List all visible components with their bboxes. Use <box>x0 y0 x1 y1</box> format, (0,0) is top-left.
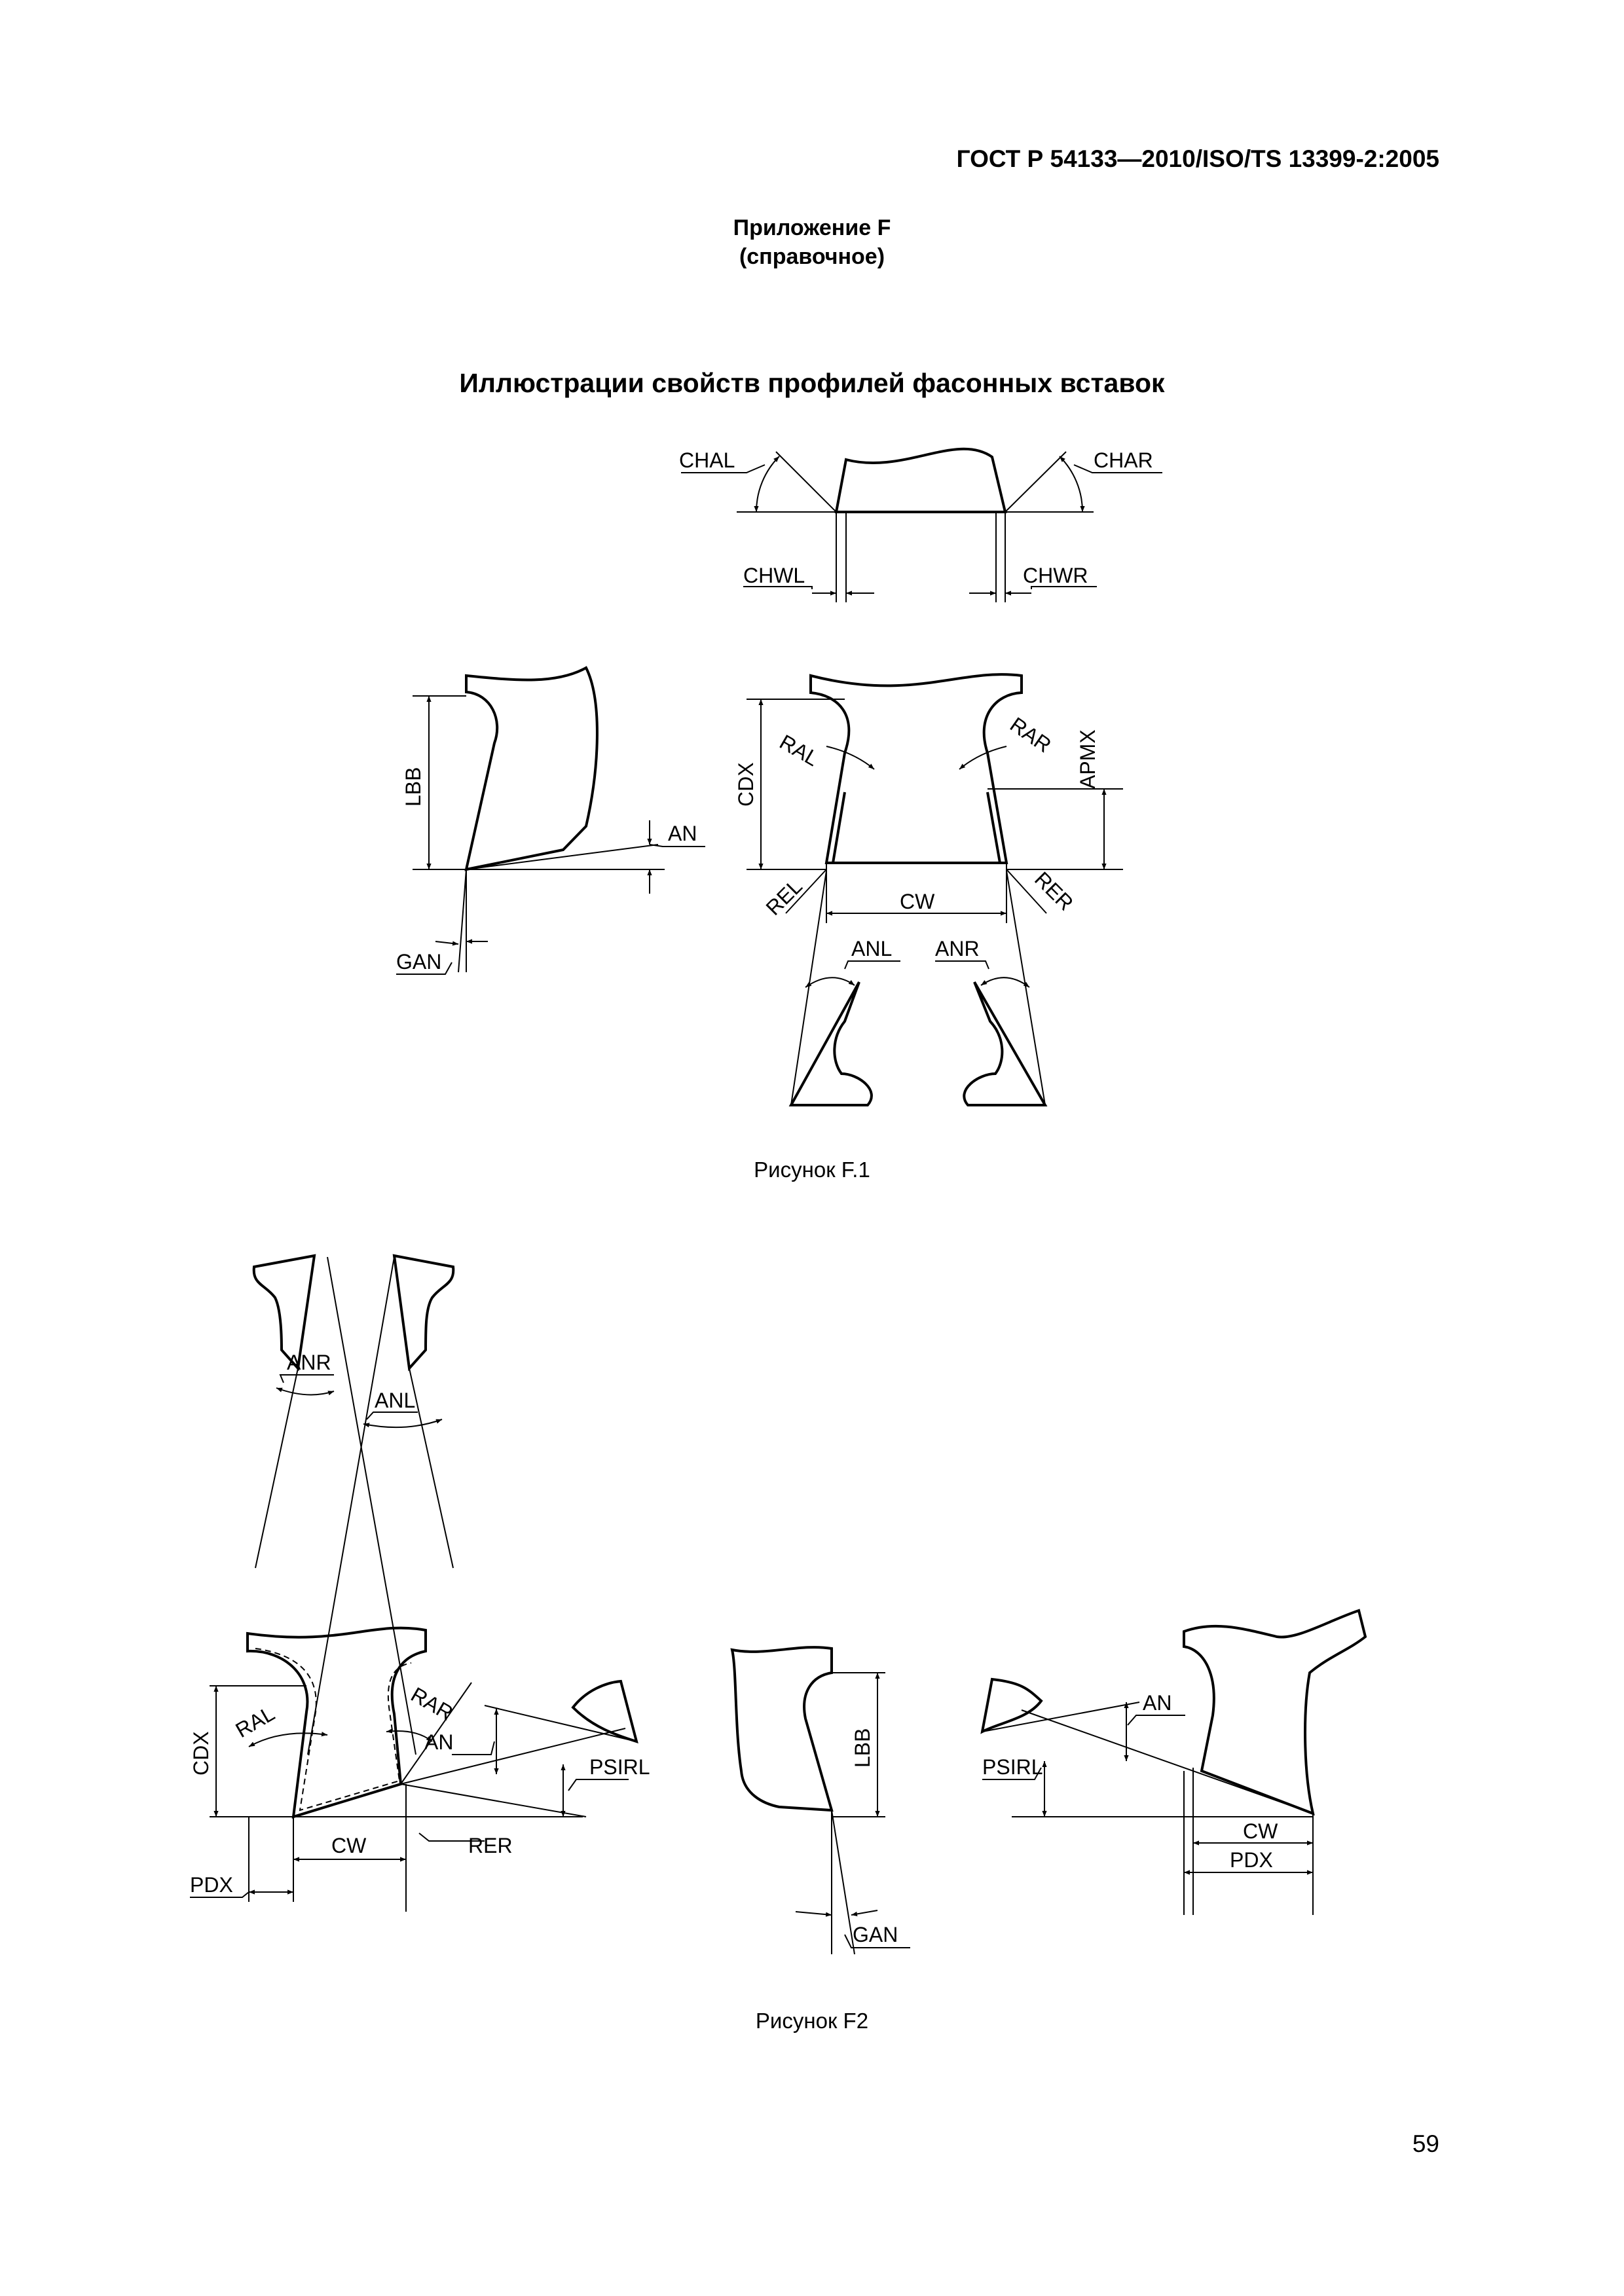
figure-f1: CHAL CHAR CHWL CHWR LBB AN GAN <box>396 447 1162 1106</box>
label-rer-f2: RER <box>468 1834 513 1857</box>
front-profile-f1 <box>809 673 1023 864</box>
label-anl-f1: ANL <box>851 937 892 960</box>
label-cdx-f1: CDX <box>734 762 758 807</box>
label-ral-f1: RAL <box>776 730 823 771</box>
label-psirl-left-f2: PSIRL <box>589 1755 650 1779</box>
label-anr-f2: ANR <box>287 1351 331 1374</box>
side-profile-f2 <box>730 1646 834 1812</box>
label-an-left-f2: AN <box>424 1730 453 1754</box>
front-view-f1: CDX RAL RAR APMX CW REL RER <box>734 673 1123 923</box>
label-anl-f2: ANL <box>375 1389 415 1412</box>
standard-code-header: ГОСТ Р 54133—2010/ISO/TS 13399-2:2005 <box>956 145 1439 172</box>
figure1-caption: Рисунок F.1 <box>754 1157 870 1182</box>
left-section-mirrored-f2 <box>980 1677 1043 1734</box>
label-apmx: APMX <box>1076 729 1099 789</box>
label-rar-f2: RAR <box>407 1683 458 1725</box>
right-section-f2 <box>571 1679 638 1743</box>
label-lbb-f1: LBB <box>401 767 425 807</box>
side-profile-f1 <box>464 666 599 871</box>
label-chwl: CHWL <box>743 564 805 587</box>
section-views-f1: ANL ANR <box>788 870 1048 1106</box>
label-cdx-f2: CDX <box>189 1731 213 1776</box>
label-cw-f1: CW <box>900 890 935 913</box>
label-chwr: CHWR <box>1023 564 1088 587</box>
label-chal: CHAL <box>679 448 735 472</box>
side-view-f1: LBB AN GAN <box>396 666 705 975</box>
side-view-f2: LBB GAN <box>730 1646 910 1955</box>
figure-f2: ANR ANL <box>189 1254 1367 1955</box>
right-section-f1 <box>963 981 1048 1106</box>
annex-title: Приложение F <box>733 215 891 240</box>
page-number: 59 <box>1412 2130 1439 2157</box>
label-lbb-f2: LBB <box>851 1728 874 1768</box>
label-an-f1: AN <box>668 822 697 845</box>
mirrored-profile-f2 <box>1183 1609 1367 1816</box>
label-cw-right-f2: CW <box>1243 1819 1278 1843</box>
figure2-caption: Рисунок F2 <box>755 2009 869 2033</box>
chamfer-profile <box>834 447 1007 513</box>
label-gan-f1: GAN <box>396 950 441 974</box>
mirrored-view-f2: PSIRL AN CW PDX <box>980 1609 1367 1915</box>
label-pdx-right-f2: PDX <box>1230 1848 1273 1872</box>
label-psirl-right-f2: PSIRL <box>982 1755 1043 1779</box>
annex-subtitle: (справочное) <box>739 244 885 269</box>
chamfer-detail: CHAL CHAR CHWL CHWR <box>679 447 1162 602</box>
left-section-f1 <box>788 981 873 1106</box>
label-anr-f1: ANR <box>935 937 980 960</box>
label-rer: RER <box>1030 867 1078 915</box>
front-view-f2: CDX RAL RAR AN PSIRL CW RER PDX <box>189 1626 650 1912</box>
upper-left-section-f2 <box>252 1254 316 1372</box>
front-profile-f2 <box>246 1626 427 1819</box>
section-title: Иллюстрации свойств профилей фасонных вс… <box>459 368 1165 398</box>
label-pdx-left-f2: PDX <box>190 1873 233 1897</box>
label-char: CHAR <box>1094 448 1153 472</box>
label-ral-f2: RAL <box>232 1702 279 1742</box>
upper-right-section-f2 <box>392 1254 455 1372</box>
label-an-right-f2: AN <box>1143 1691 1172 1715</box>
label-rar-f1: RAR <box>1006 712 1056 757</box>
label-cw-left-f2: CW <box>331 1834 367 1857</box>
label-gan-f2: GAN <box>853 1923 898 1946</box>
label-rel: REL <box>761 874 806 919</box>
crossed-sections-f2: ANR ANL <box>252 1254 455 1755</box>
